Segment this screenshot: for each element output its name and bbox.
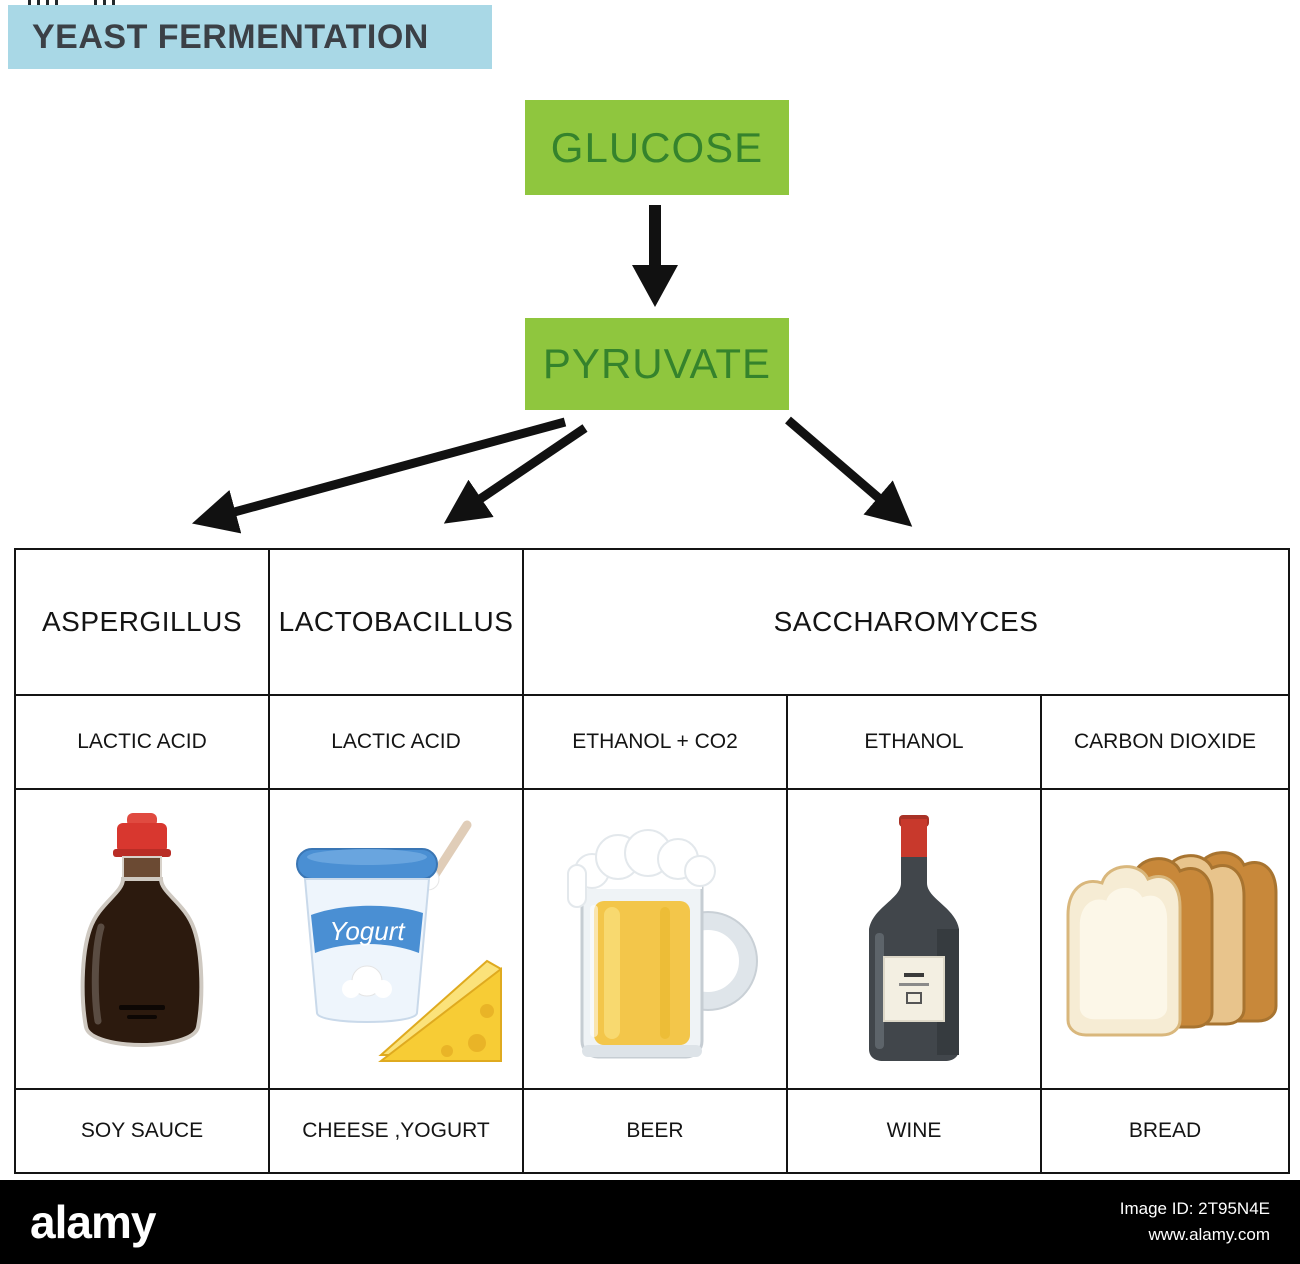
product-carbon-dioxide: CARBON DIOXIDE [1042,696,1288,790]
food-soy-sauce: SOY SAUCE [16,1090,270,1172]
product-lactic-acid-2: LACTIC ACID [270,696,524,790]
pyruvate-node: PYRUVATE [525,318,789,410]
pyruvate-label: PYRUVATE [542,340,772,387]
beer-cell [524,790,788,1090]
watermark-footer: alamy Image ID: 2T95N4E www.alamy.com [0,1180,1300,1264]
footer-meta: Image ID: 2T95N4E www.alamy.com [1120,1196,1270,1249]
bread-cell [1042,790,1288,1090]
down-arrow-icon [632,205,678,307]
website-url: www.alamy.com [1148,1225,1270,1244]
beer-mug-icon [567,829,758,1059]
alamy-logo: alamy [30,1196,156,1248]
wine-bottle-icon [869,815,959,1061]
product-lactic-acid-1: LACTIC ACID [16,696,270,790]
soy-sauce-bottle-icon [80,813,204,1047]
yogurt-cheese-cell: Yogurt [270,790,524,1090]
title-banner: YEAST FERMENTATION [8,5,492,69]
organism-lactobacillus: LACTOBACILLUS [270,550,524,696]
food-cheese-yogurt: CHEESE ,YOGURT [270,1090,524,1172]
glucose-label: GLUCOSE [550,123,764,171]
organism-saccharomyces: SACCHAROMYCES [524,550,1288,696]
yogurt-cheese-icon: Yogurt [296,820,502,1062]
food-beer: BEER [524,1090,788,1172]
product-ethanol-co2: ETHANOL + CO2 [524,696,788,790]
glucose-node: GLUCOSE [525,100,789,195]
fermentation-table: ASPERGILLUS LACTOBACILLUS SACCHAROMYCES … [14,548,1290,1174]
wine-cell [788,790,1042,1090]
food-bread: BREAD [1128,1119,1202,1142]
image-id: Image ID: 2T95N4E [1119,1198,1270,1218]
yogurt-cup-label: Yogurt [329,916,406,946]
bread-icon [1066,851,1278,1037]
organism-aspergillus: ASPERGILLUS [16,550,270,696]
branch-arrows-icon [191,416,913,534]
product-ethanol: ETHANOL [788,696,1042,790]
soy-sauce-cell [16,790,270,1090]
page-title: YEAST FERMENTATION [32,17,429,56]
food-wine: WINE [788,1090,1042,1172]
